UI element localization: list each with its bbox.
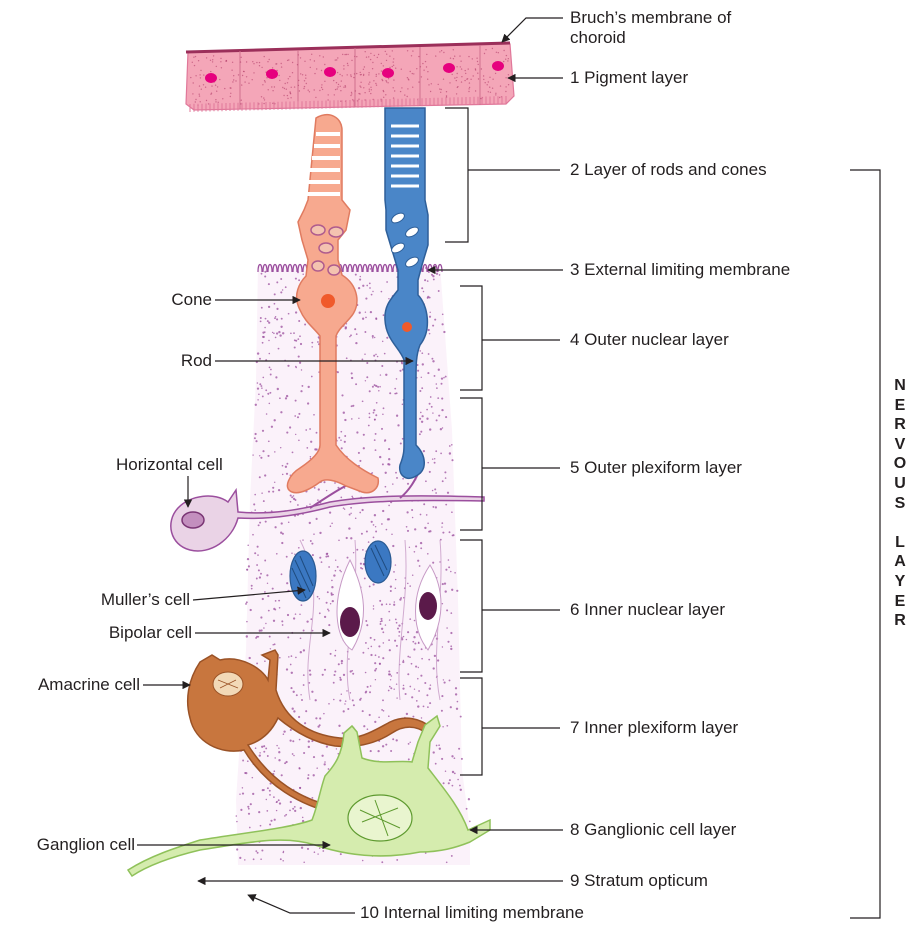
pigment-layer bbox=[186, 43, 514, 112]
label-inner-nuclear-layer: 6 Inner nuclear layer bbox=[570, 600, 725, 620]
label-amacrine-cell: Amacrine cell bbox=[0, 675, 140, 695]
layer-brackets bbox=[445, 108, 880, 918]
rod-nucleus bbox=[402, 322, 412, 332]
label-outer-nuclear-layer: 4 Outer nuclear layer bbox=[570, 330, 729, 350]
label-bipolar-cell: Bipolar cell bbox=[40, 623, 192, 643]
label-bruchs-membrane: Bruch’s membrane of choroid bbox=[570, 8, 731, 48]
label-pigment-layer: 1 Pigment layer bbox=[570, 68, 688, 88]
label-inner-plexiform-layer: 7 Inner plexiform layer bbox=[570, 718, 738, 738]
label-mullers-cell: Muller’s cell bbox=[40, 590, 190, 610]
rod-discs bbox=[391, 126, 419, 186]
label-cone: Cone bbox=[120, 290, 212, 310]
label-stratum-opticum: 9 Stratum opticum bbox=[570, 871, 708, 891]
cone-nucleus bbox=[321, 294, 335, 308]
label-ganglion-cell: Ganglion cell bbox=[0, 835, 135, 855]
label-rods-cones-layer: 2 Layer of rods and cones bbox=[570, 160, 767, 180]
label-rod: Rod bbox=[120, 351, 212, 371]
label-ganglionic-cell-layer: 8 Ganglionic cell layer bbox=[570, 820, 736, 840]
label-external-limiting-membrane: 3 External limiting membrane bbox=[570, 260, 790, 280]
label-outer-plexiform-layer: 5 Outer plexiform layer bbox=[570, 458, 742, 478]
label-horizontal-cell: Horizontal cell bbox=[116, 455, 223, 475]
label-internal-limiting-membrane: 10 Internal limiting membrane bbox=[360, 903, 584, 923]
